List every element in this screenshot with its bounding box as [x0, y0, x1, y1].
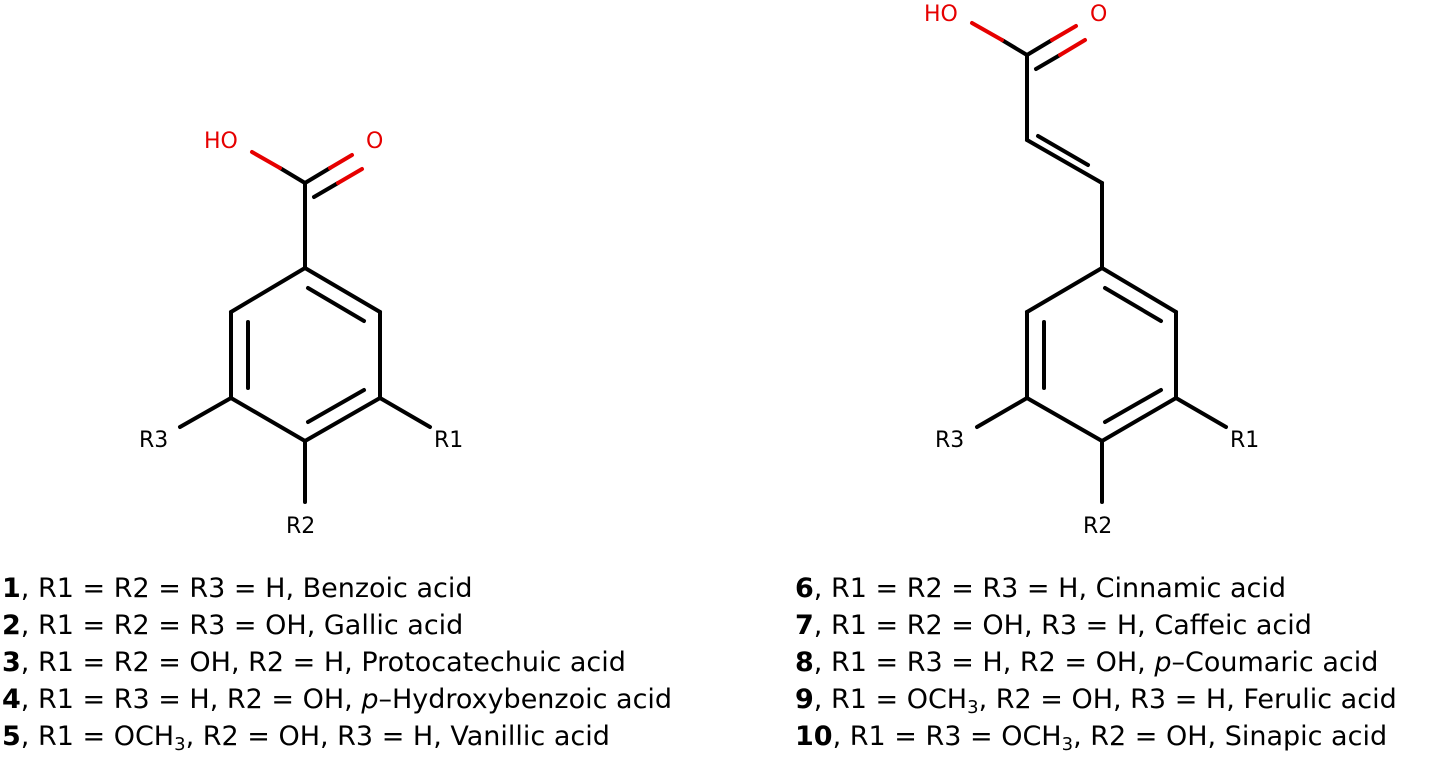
- ring-bond: [1025, 266, 1104, 314]
- compound-row: 6, R1 = R2 = R3 = H, Cinnamic acid: [795, 570, 1397, 607]
- compound-name: Caffeic acid: [1154, 610, 1312, 641]
- compound-number: 10: [795, 721, 833, 752]
- r3-label: R3: [935, 428, 964, 453]
- compound-row: 1, R1 = R2 = R3 = H, Benzoic acid: [2, 570, 672, 607]
- hydroxyl-bond: [1000, 38, 1029, 57]
- compound-number: 1: [2, 573, 21, 604]
- compound-row: 3, R1 = R2 = OH, R2 = H, Protocatechuic …: [2, 644, 672, 681]
- substituent-text: , R2 = OH, R3 = H,: [978, 684, 1244, 715]
- compound-number: 9: [795, 684, 814, 715]
- compound-row: 8, R1 = R3 = H, R2 = OH, p–Coumaric acid: [795, 644, 1397, 681]
- carbonyl-double-bond: [1034, 53, 1062, 71]
- r3-bond: [178, 396, 233, 429]
- hydroxyl-label: HO: [204, 129, 238, 154]
- ring-double-bond: [306, 388, 366, 424]
- compound-row: 7, R1 = R2 = OH, R3 = H, Caffeic acid: [795, 607, 1397, 644]
- substituent-text: , R2 = OH,: [1073, 721, 1225, 752]
- compound-name: Benzoic acid: [302, 573, 473, 604]
- compound-number: 2: [2, 610, 21, 641]
- substituent-text: , R1 = R2 = R3 = H,: [20, 573, 303, 604]
- substituent-text: , R1 = R2 = R3 = H,: [813, 573, 1096, 604]
- compound-name: Ferulic acid: [1243, 684, 1397, 715]
- carbonyl-double-bond: [1058, 38, 1087, 57]
- r2-label: R2: [286, 514, 315, 539]
- compound-number: 7: [795, 610, 814, 641]
- alkene-double-bond: [1036, 134, 1090, 167]
- substituent-text: , R1 = R2 = R3 = OH,: [20, 610, 324, 641]
- substituent-text: , R2 = OH, R3 = H,: [185, 721, 451, 752]
- para-prefix: p: [1154, 647, 1172, 678]
- hydroxyl-bond: [970, 21, 1004, 42]
- r2-label: R2: [1083, 514, 1112, 539]
- compound-name: –Hydroxybenzoic acid: [378, 684, 673, 715]
- ring-double-bond: [1103, 286, 1163, 323]
- para-prefix: p: [361, 684, 379, 715]
- hydroxyl-label: HO: [924, 2, 958, 27]
- compound-row: 10, R1 = R3 = OCH3, R2 = OH, Sinapic aci…: [795, 718, 1397, 755]
- r3-label: R3: [139, 428, 168, 453]
- hydroxyl-bond: [250, 150, 282, 170]
- substituent-text: , R1 = OCH: [813, 684, 968, 715]
- r3-bond: [975, 396, 1029, 429]
- ring-bond: [1100, 266, 1178, 314]
- substituent-text: , R1 = OCH: [20, 721, 175, 752]
- compound-name: Gallic acid: [323, 610, 464, 641]
- carbonyl-oxygen-label: O: [1090, 2, 1107, 27]
- ring-bond: [1100, 396, 1178, 443]
- compound-number: 6: [795, 573, 814, 604]
- r1-bond: [378, 396, 432, 429]
- alkene-bond: [1025, 138, 1104, 185]
- cinnamic-acid-compound-list: 6, R1 = R2 = R3 = H, Cinnamic acid 7, R1…: [795, 570, 1397, 755]
- carbonyl-bond: [303, 166, 332, 185]
- carbonyl-double-bond: [336, 167, 364, 185]
- compound-row: 2, R1 = R2 = R3 = OH, Gallic acid: [2, 607, 672, 644]
- ring-double-bond: [306, 286, 366, 323]
- compound-row: 4, R1 = R3 = H, R2 = OH, p–Hydroxybenzoi…: [2, 681, 672, 718]
- substituent-text: , R1 = R2 = OH, R2 = H,: [20, 647, 362, 678]
- subscript: 3: [1061, 734, 1074, 755]
- compound-name: Protocatechuic acid: [361, 647, 626, 678]
- compound-name: Vanillic acid: [450, 721, 610, 752]
- r1-label: R1: [434, 428, 463, 453]
- ring-bond: [303, 266, 382, 314]
- benzoic-acid-compound-list: 1, R1 = R2 = R3 = H, Benzoic acid 2, R1 …: [2, 570, 672, 755]
- compound-row: 9, R1 = OCH3, R2 = OH, R3 = H, Ferulic a…: [795, 681, 1397, 718]
- ring-bond: [229, 396, 307, 443]
- r1-label: R1: [1230, 428, 1259, 453]
- chemical-structures: HO O R1 R2 R3 HO O R1: [139, 2, 1259, 539]
- substituent-text: , R1 = R2 = OH, R3 = H,: [813, 610, 1155, 641]
- carbonyl-oxygen-label: O: [366, 129, 383, 154]
- compound-name: –Coumaric acid: [1171, 647, 1379, 678]
- compound-row: 5, R1 = OCH3, R2 = OH, R3 = H, Vanillic …: [2, 718, 672, 755]
- subscript: 3: [967, 697, 979, 718]
- ring-bond: [303, 396, 382, 443]
- carbonyl-double-bond: [312, 181, 340, 199]
- substituent-text: , R1 = R3 = H, R2 = OH,: [813, 647, 1155, 678]
- ring-bond: [1025, 396, 1104, 443]
- subscript: 3: [174, 734, 186, 755]
- compound-number: 8: [795, 647, 814, 678]
- benzoic-acid-scaffold: HO O R1 R2 R3: [139, 129, 463, 539]
- hydroxyl-bond: [278, 166, 307, 185]
- substituent-text: , R1 = R3 = OCH: [832, 721, 1062, 752]
- carbonyl-bond: [1025, 38, 1054, 57]
- compound-name: Cinnamic acid: [1095, 573, 1286, 604]
- ring-double-bond: [1103, 388, 1163, 424]
- carbonyl-bond: [1050, 24, 1078, 42]
- ring-bond: [229, 266, 307, 314]
- cinnamic-acid-scaffold: HO O R1 R2 R3: [924, 2, 1259, 539]
- compound-number: 5: [2, 721, 21, 752]
- compound-number: 4: [2, 684, 21, 715]
- substituent-text: , R1 = R3 = H, R2 = OH,: [20, 684, 362, 715]
- r1-bond: [1174, 396, 1228, 429]
- carbonyl-bond: [328, 153, 354, 170]
- compound-number: 3: [2, 647, 21, 678]
- compound-name: Sinapic acid: [1224, 721, 1388, 752]
